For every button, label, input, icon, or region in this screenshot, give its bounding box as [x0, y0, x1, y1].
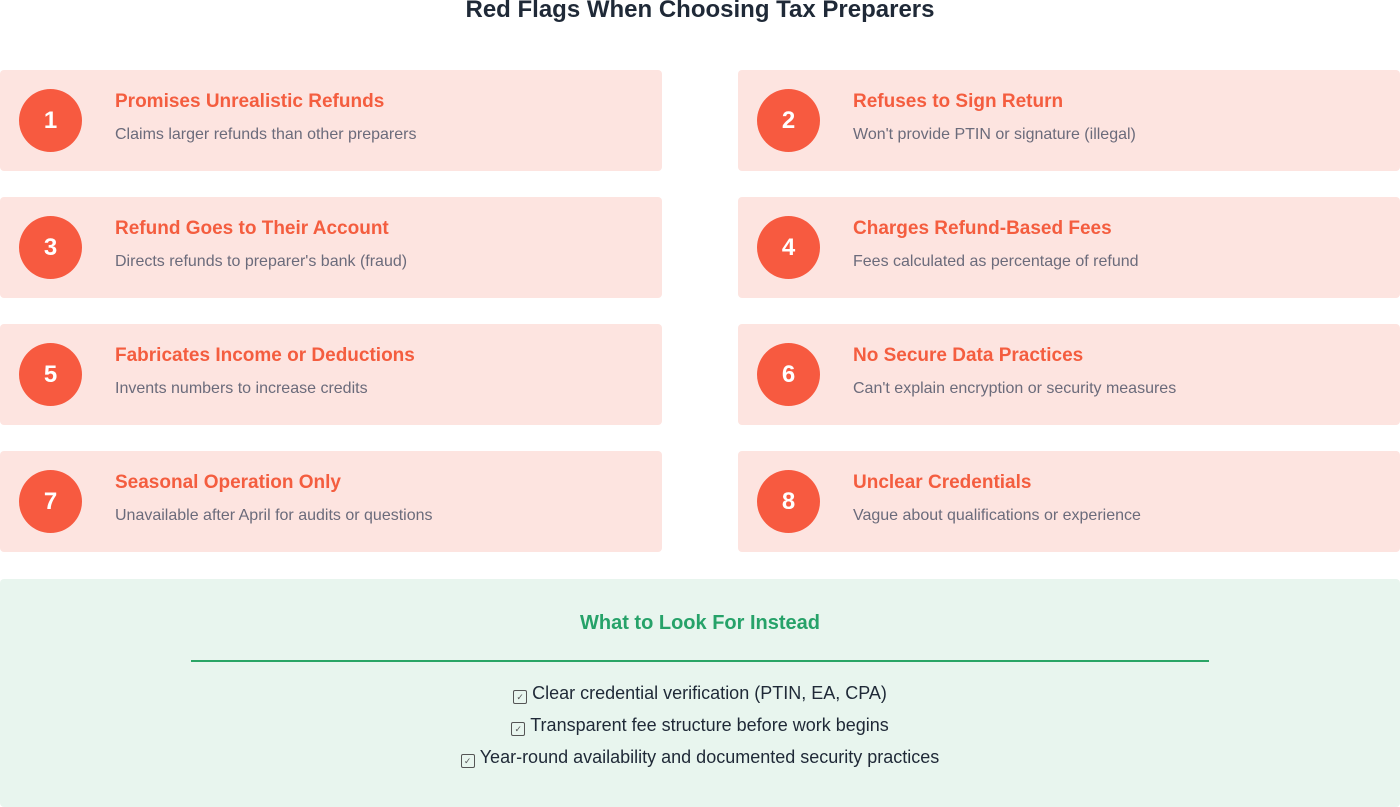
- flag-number-badge: 3: [19, 216, 82, 279]
- flag-number-badge: 6: [757, 343, 820, 406]
- flag-number-badge: 5: [19, 343, 82, 406]
- flag-description: Unavailable after April for audits or qu…: [115, 507, 433, 524]
- flag-description: Can't explain encryption or security mea…: [853, 380, 1177, 397]
- flag-card-2: 2 Refuses to Sign Return Won't provide P…: [738, 70, 1400, 171]
- flag-title: Fabricates Income or Deductions: [115, 345, 415, 366]
- flag-number-badge: 1: [19, 89, 82, 152]
- flag-title: Refund Goes to Their Account: [115, 218, 389, 239]
- recommendation-text: Transparent fee structure before work be…: [530, 715, 889, 735]
- flag-title: Charges Refund-Based Fees: [853, 218, 1112, 239]
- flag-card-3: 3 Refund Goes to Their Account Directs r…: [0, 197, 662, 298]
- flag-number-badge: 8: [757, 470, 820, 533]
- recommendation-text: Clear credential verification (PTIN, EA,…: [532, 683, 887, 703]
- check-box-icon: ✓: [460, 754, 475, 768]
- recommendation-item: ✓ Clear credential verification (PTIN, EA…: [0, 683, 1400, 704]
- recommendation-panel: What to Look For Instead ✓ Clear credenti…: [0, 579, 1400, 807]
- page-title: Red Flags When Choosing Tax Preparers: [465, 0, 935, 23]
- flag-description: Fees calculated as percentage of refund: [853, 253, 1139, 270]
- flag-number-badge: 4: [757, 216, 820, 279]
- flag-title: Refuses to Sign Return: [853, 91, 1064, 112]
- flag-description: Claims larger refunds than other prepare…: [115, 126, 417, 143]
- flag-description: Vague about qualifications or experience: [853, 507, 1141, 524]
- flag-description: Directs refunds to preparer's bank (frau…: [115, 253, 408, 270]
- recommendation-item: ✓ Transparent fee structure before work b…: [0, 715, 1400, 736]
- flag-title: Seasonal Operation Only: [115, 472, 341, 493]
- flag-card-6: 6 No Secure Data Practices Can't explain…: [738, 324, 1400, 425]
- flag-number-badge: 7: [19, 470, 82, 533]
- flag-card-1: 1 Promises Unrealistic Refunds Claims la…: [0, 70, 662, 171]
- recommendation-item: ✓ Year-round availability and documented …: [0, 747, 1400, 768]
- recommendation-divider: [191, 660, 1209, 662]
- flag-title: No Secure Data Practices: [853, 345, 1084, 366]
- flag-card-7: 7 Seasonal Operation Only Unavailable af…: [0, 451, 662, 552]
- check-box-icon: ✓: [513, 690, 528, 704]
- recommendation-title: What to Look For Instead: [580, 612, 820, 634]
- flag-description: Invents numbers to increase credits: [115, 380, 368, 397]
- recommendation-text: Year-round availability and documented s…: [479, 747, 940, 767]
- flag-description: Won't provide PTIN or signature (illegal…: [853, 126, 1136, 143]
- flag-card-5: 5 Fabricates Income or Deductions Invent…: [0, 324, 662, 425]
- check-box-icon: ✓: [511, 722, 526, 736]
- flag-number-badge: 2: [757, 89, 820, 152]
- flag-title: Promises Unrealistic Refunds: [115, 91, 385, 112]
- flag-card-4: 4 Charges Refund-Based Fees Fees calcula…: [738, 197, 1400, 298]
- flag-card-8: 8 Unclear Credentials Vague about qualif…: [738, 451, 1400, 552]
- flag-title: Unclear Credentials: [853, 472, 1032, 493]
